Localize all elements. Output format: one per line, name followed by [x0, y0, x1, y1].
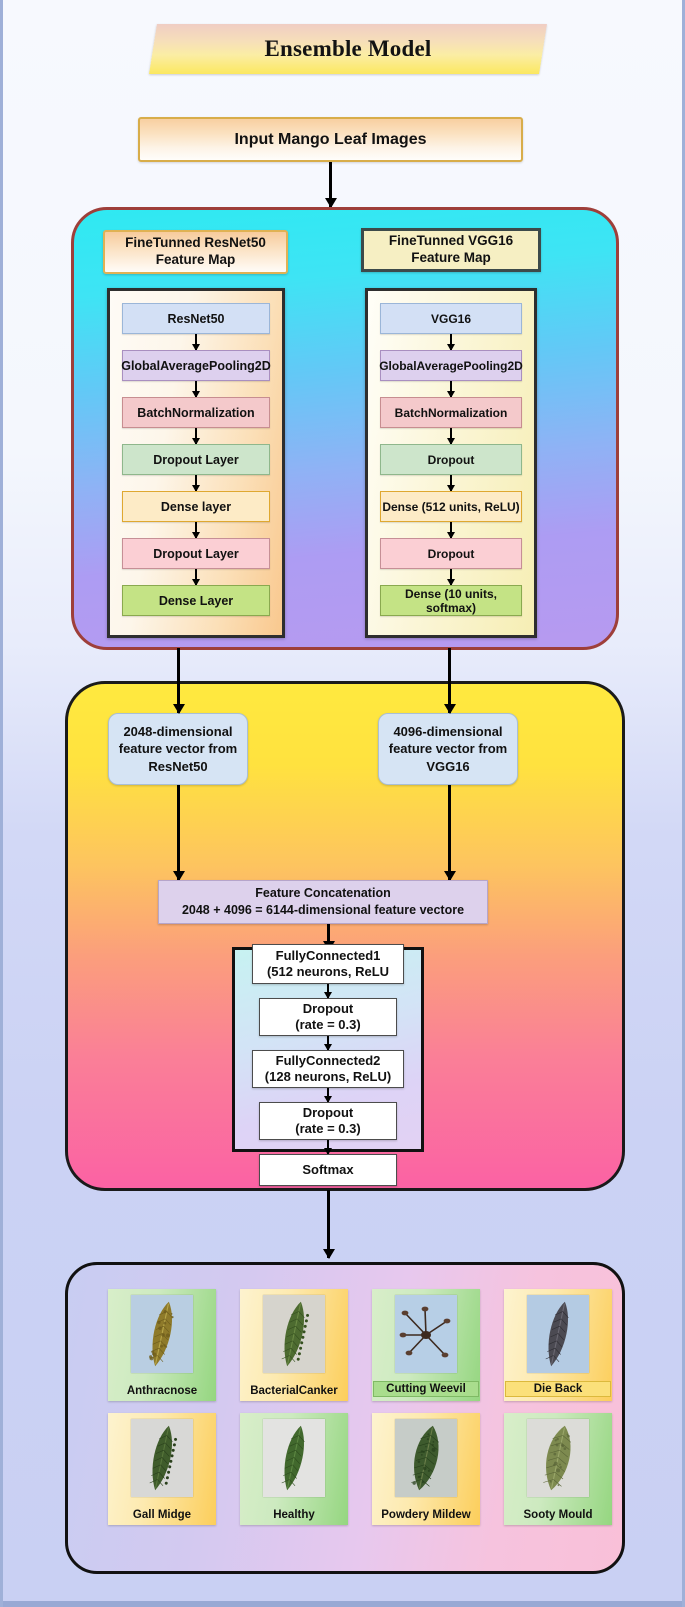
resnet-arrow-4: [195, 475, 197, 491]
vgg-layer-5: Dense (512 units, ReLU): [380, 491, 522, 522]
arrow-fv-vgg-to-concat: [448, 785, 451, 880]
input-block: Input Mango Leaf Images: [138, 117, 523, 162]
classifier-block-2: Dropout(rate = 0.3): [259, 998, 397, 1036]
class-card: Cutting Weevil: [372, 1289, 480, 1401]
vgg-caption-line2: Feature Map: [411, 250, 491, 267]
class-card: Anthracnose: [108, 1289, 216, 1401]
class-card-label: Cutting Weevil: [373, 1381, 479, 1397]
resnet-layer-7: Dense Layer: [122, 585, 270, 616]
classifier-block-2-line2: (rate = 0.3): [295, 1017, 360, 1033]
class-card: BacterialCanker: [240, 1289, 348, 1401]
resnet-arrow-1: [195, 334, 197, 350]
sooty-mould-leaf-photo: [527, 1419, 589, 1497]
vgg-arrow-2: [450, 381, 452, 397]
title-text: Ensemble Model: [153, 24, 543, 74]
vgg-arrow-3: [450, 428, 452, 444]
class-card-label: Gall Midge: [108, 1509, 216, 1521]
arrow-resnet-to-fv: [177, 648, 180, 713]
classifier-block-2-line1: Dropout: [303, 1001, 354, 1017]
anthracnose-leaf-photo: [131, 1295, 193, 1373]
class-card-label: Powdery Mildew: [372, 1509, 480, 1521]
class-card: Healthy: [240, 1413, 348, 1525]
resnet-arrow-5: [195, 522, 197, 538]
cutting-weevil-photo: [395, 1295, 457, 1373]
arrow-input-to-backbones: [329, 162, 332, 207]
resnet-layer-5: Dense layer: [122, 491, 270, 522]
class-card-label: Die Back: [505, 1381, 611, 1397]
resnet-arrow-6: [195, 569, 197, 585]
class-card-label: Healthy: [240, 1509, 348, 1521]
resnet-layer-4: Dropout Layer: [122, 444, 270, 475]
vgg-layer-1: VGG16: [380, 303, 522, 334]
diagram-title: Ensemble Model: [153, 24, 543, 74]
resnet-layer-3: BatchNormalization: [122, 397, 270, 428]
classifier-arrow-3: [327, 1088, 329, 1102]
classifier-block-1-line1: FullyConnected1: [276, 948, 381, 964]
vgg-caption-line1: FineTunned VGG16: [389, 233, 513, 250]
class-card-label: Anthracnose: [108, 1385, 216, 1397]
resnet-layer-1: ResNet50: [122, 303, 270, 334]
vgg-layer-6: Dropout: [380, 538, 522, 569]
class-card-label: BacterialCanker: [240, 1385, 348, 1397]
arrow-fv-resnet-to-concat: [177, 785, 180, 880]
resnet-layer-2: GlobalAveragePooling2D: [122, 350, 270, 381]
vgg-arrow-1: [450, 334, 452, 350]
class-card: Powdery Mildew: [372, 1413, 480, 1525]
resnet-caption: FineTunned ResNet50 Feature Map: [103, 230, 288, 274]
classifier-block-1-line2: (512 neurons, ReLU: [267, 964, 389, 980]
resnet-arrow-3: [195, 428, 197, 444]
vgg-layer-stack: VGG16GlobalAveragePooling2D BatchNormaliz…: [365, 288, 537, 638]
class-card: Gall Midge: [108, 1413, 216, 1525]
feature-vector-resnet: 2048-dimensional feature vector from Res…: [108, 713, 248, 785]
classifier-block-4: Dropout(rate = 0.3): [259, 1102, 397, 1140]
class-grid: Anthracnose BacterialCanker Cutting Weevil…: [108, 1289, 598, 1525]
class-card: Die Back: [504, 1289, 612, 1401]
classifier-block-1: FullyConnected1(512 neurons, ReLU: [252, 944, 404, 984]
resnet-caption-line1: FineTunned ResNet50: [125, 235, 266, 252]
classifier-arrow-2: [327, 1036, 329, 1050]
classifier-block-3-line1: FullyConnected2: [276, 1053, 381, 1069]
arrow-classifier-to-classes: [327, 1190, 330, 1258]
vgg-layer-2: GlobalAveragePooling2D: [380, 350, 522, 381]
resnet-layer-6: Dropout Layer: [122, 538, 270, 569]
classifier-arrow-1: [327, 984, 329, 998]
arrow-vgg-to-fv: [448, 648, 451, 713]
feature-vector-vgg: 4096-dimensional feature vector from VGG…: [378, 713, 518, 785]
healthy-leaf-photo: [263, 1419, 325, 1497]
bacterialcanker-leaf-photo: [263, 1295, 325, 1373]
vgg-arrow-6: [450, 569, 452, 585]
vgg-layer-4: Dropout: [380, 444, 522, 475]
resnet-layer-stack: ResNet50GlobalAveragePooling2D BatchNorma…: [107, 288, 285, 638]
gall-midge-leaf-photo: [131, 1419, 193, 1497]
vgg-arrow-4: [450, 475, 452, 491]
concat-line1: Feature Concatenation: [255, 885, 390, 903]
die-back-leaf-photo: [527, 1295, 589, 1373]
classifier-block-4-line2: (rate = 0.3): [295, 1121, 360, 1137]
resnet-caption-line2: Feature Map: [156, 252, 236, 269]
classifier-block-5-line1: Softmax: [302, 1162, 353, 1178]
classifier-block-3-line2: (128 neurons, ReLU): [265, 1069, 391, 1085]
classifier-head-box: FullyConnected1(512 neurons, ReLU Dropout…: [232, 947, 424, 1152]
resnet-arrow-2: [195, 381, 197, 397]
vgg-layer-3: BatchNormalization: [380, 397, 522, 428]
vgg-layer-7: Dense (10 units, softmax): [380, 585, 522, 616]
class-card-label: Sooty Mould: [504, 1509, 612, 1521]
classifier-block-5: Softmax: [259, 1154, 397, 1186]
class-card: Sooty Mould: [504, 1413, 612, 1525]
vgg-caption: FineTunned VGG16 Feature Map: [361, 228, 541, 272]
feature-concatenation-block: Feature Concatenation 2048 + 4096 = 6144…: [158, 880, 488, 924]
classifier-block-3: FullyConnected2(128 neurons, ReLU): [252, 1050, 404, 1088]
class-output-panel: Anthracnose BacterialCanker Cutting Weevil…: [65, 1262, 625, 1574]
classifier-block-4-line1: Dropout: [303, 1105, 354, 1121]
concat-line2: 2048 + 4096 = 6144-dimensional feature v…: [182, 902, 464, 920]
vgg-arrow-5: [450, 522, 452, 538]
classifier-arrow-4: [327, 1140, 329, 1154]
powdery-mildew-leaf-photo: [395, 1419, 457, 1497]
